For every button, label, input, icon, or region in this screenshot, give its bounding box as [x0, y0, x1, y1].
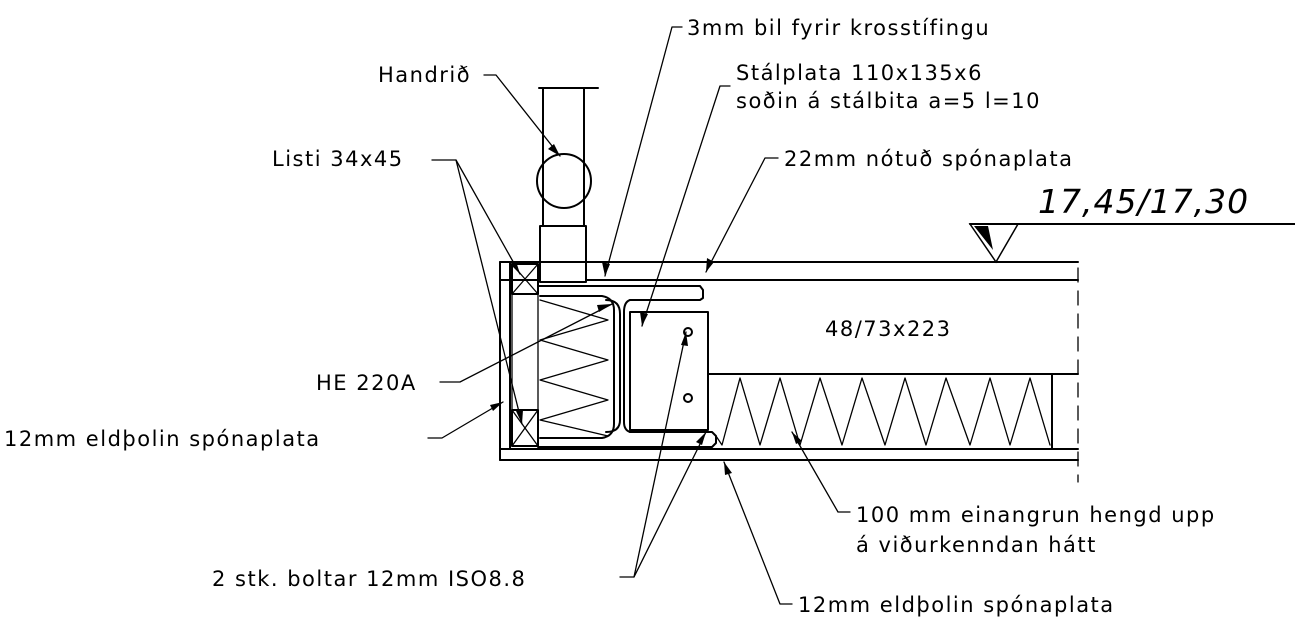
leader-lines [428, 27, 850, 604]
railing-post [537, 88, 598, 282]
railing-label: Handrið [378, 63, 471, 87]
steel-plate-label-1: Stálplata 110x135x6 [736, 61, 983, 85]
timber-joist [708, 374, 1078, 449]
chipboard-label: 22mm nótuð spónaplata [784, 147, 1073, 171]
insulation-label-1: 100 mm einangrun hengd upp [856, 503, 1216, 527]
floor-deck [500, 262, 1078, 482]
fire-board-left-label: 12mm eldþolin spónaplata [4, 427, 321, 451]
batten-label: Listi 34x45 [272, 147, 404, 171]
batten-boxes [512, 264, 538, 446]
insulation-label-2: á viðurkenndan hátt [856, 533, 1097, 557]
steel-beam-he220a [538, 286, 716, 447]
level-marker [970, 224, 1295, 262]
steel-plate [630, 312, 708, 430]
beam-label: HE 220A [316, 371, 417, 395]
joist-label: 48/73x223 [825, 317, 952, 341]
level-label: 17,45/17,30 [1038, 182, 1249, 221]
fire-board-bottom-label: 12mm eldþolin spónaplata [798, 593, 1115, 617]
steel-plate-label-2: soðin á stálbita a=5 l=10 [736, 89, 1041, 113]
gap-note-label: 3mm bil fyrir krosstífingu [687, 16, 990, 40]
bolts-label: 2 stk. boltar 12mm ISO8.8 [212, 567, 526, 591]
insulation-zigzag [716, 378, 1050, 445]
